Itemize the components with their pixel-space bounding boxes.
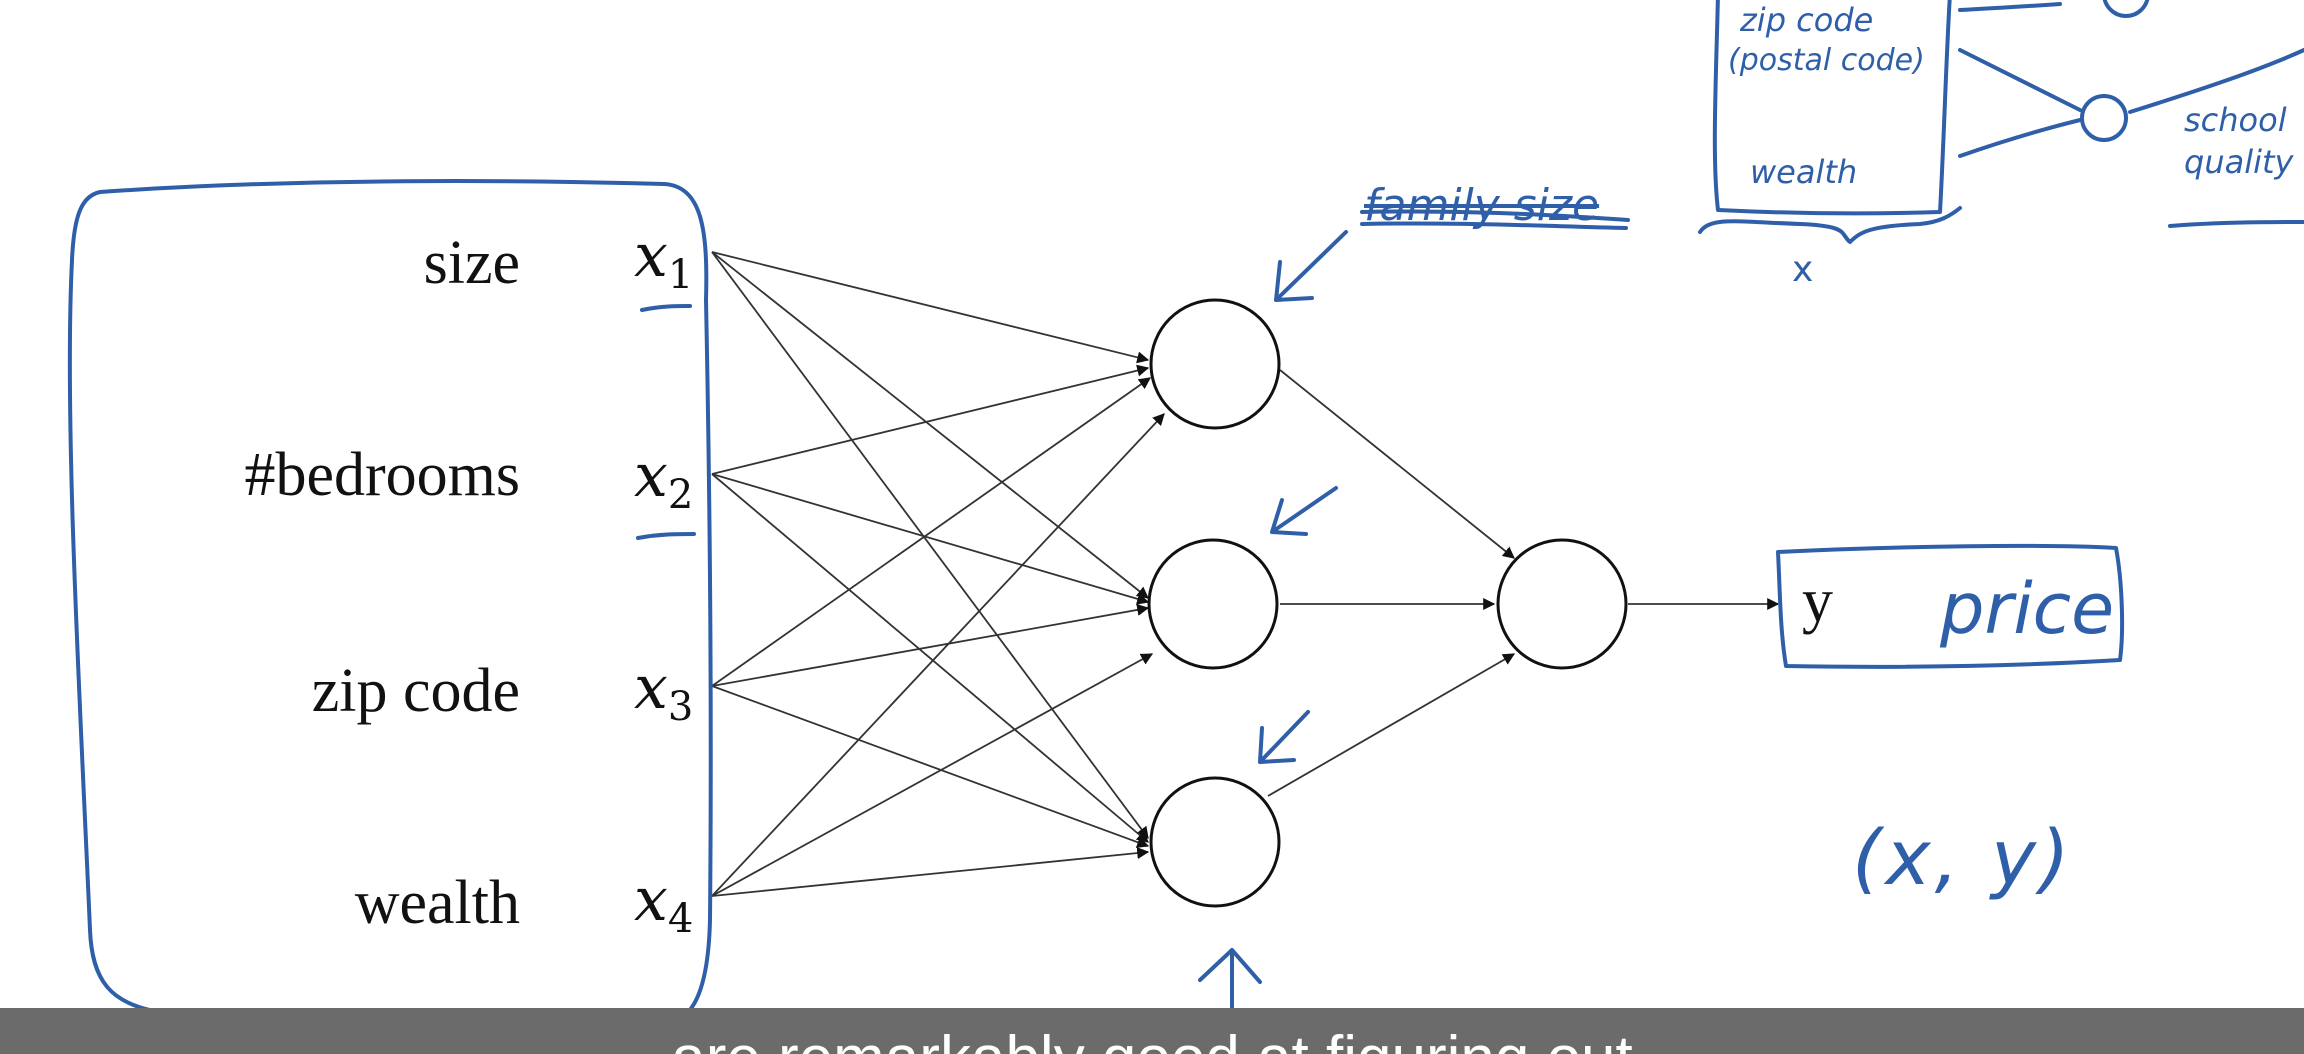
edge-h1-out [1279, 369, 1515, 559]
inset-wealth: wealth [1750, 153, 1858, 191]
subtitle-bar: are remarkably good at figuring out [0, 1008, 2304, 1054]
inset-arrow-top [1958, 2, 2062, 12]
arrow-up-hidden-3 [1198, 948, 1262, 1012]
inset-school: school [2184, 101, 2287, 139]
feature-label-size: size [423, 229, 520, 297]
input-var-x3: x3 [634, 653, 694, 730]
xy-pair-annotation: (x, y) [1852, 813, 2074, 902]
hidden-layer [1147, 298, 1281, 908]
input-var-x2: x2 [634, 441, 694, 518]
edge-h3-out [1267, 653, 1516, 797]
edge-x4-h1 [711, 413, 1165, 897]
inset-arrow-middle [1958, 48, 2082, 112]
edge-x3-h1 [711, 377, 1151, 687]
input-var-x4: x4 [634, 865, 694, 942]
edge-x2-h3 [711, 473, 1149, 843]
inset-zip-code: zip code [1740, 1, 1874, 39]
arrow-to-hidden-1 [1274, 230, 1348, 302]
edge-x4-h3 [711, 847, 1150, 897]
edge-x1-h3 [711, 251, 1149, 839]
edge-x3-h2 [711, 603, 1150, 687]
edge-x1-h2 [711, 251, 1149, 599]
price-annotation: price [1940, 568, 2115, 650]
edge-x2-h1 [711, 364, 1150, 475]
arrow-to-hidden-3 [1258, 710, 1310, 764]
inset-postal-code: (postal code) [1728, 43, 1925, 78]
input-var-x1: x1 [634, 221, 694, 298]
family-size-strikethrough [1360, 209, 1630, 230]
hidden-output-connections [1267, 369, 1780, 797]
inset-connection [2128, 48, 2304, 114]
inset-brace [1698, 206, 1962, 244]
hidden-neuron-2 [1147, 538, 1279, 670]
inset-school-underline [2168, 220, 2304, 228]
feature-label-zip-code: zip code [311, 657, 520, 725]
edge-x4-h2 [711, 653, 1154, 897]
underline-x2 [636, 532, 696, 540]
inset-arrow-lower [1958, 118, 2082, 158]
hidden-neuron-1 [1149, 298, 1281, 430]
edge-x1-h1 [711, 251, 1150, 364]
input-hidden-connections [711, 251, 1165, 897]
inset-x: x [1792, 249, 1814, 290]
output-box [1776, 543, 2125, 669]
feature-label-wealth: wealth [354, 869, 520, 937]
feature-label-bedrooms: #bedrooms [244, 441, 520, 509]
inset-node-top [2102, 0, 2150, 18]
hidden-neuron-3 [1149, 776, 1281, 908]
output-neuron [1496, 538, 1628, 670]
inset-box [1712, 0, 1952, 216]
family-size-struck-annotation: family size [1364, 180, 1600, 231]
underline-x1 [640, 304, 692, 312]
inset-node-middle [2080, 94, 2128, 142]
arrow-to-hidden-2 [1270, 486, 1338, 536]
subtitle-text: are remarkably good at figuring out [0, 1028, 2304, 1054]
edge-x2-h2 [711, 473, 1150, 605]
inset-quality: quality [2184, 143, 2294, 181]
output-label-y: y [1802, 567, 1833, 635]
edge-x3-h3 [711, 685, 1150, 848]
